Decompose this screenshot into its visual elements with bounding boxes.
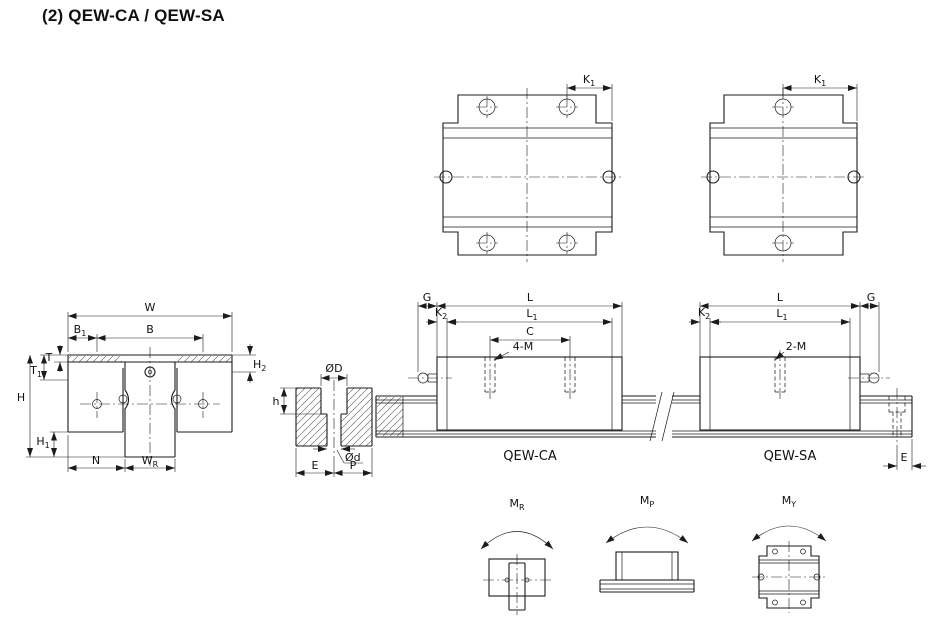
block-ca-side-view: G L K2 L1 C 4-M QEW-CA (408, 291, 623, 464)
ball-groove (172, 394, 182, 404)
dim-label-dia-d-large: ØD (325, 362, 342, 375)
hole-center-lines (96, 392, 204, 418)
figure-title: (2) QEW-CA / QEW-SA (42, 6, 225, 25)
mounting-hole-hidden (774, 357, 786, 393)
model-label-sa: QEW-SA (764, 449, 817, 464)
block-outline (709, 94, 858, 256)
center-lines (80, 347, 220, 466)
end-seal-seams (446, 357, 613, 430)
counterbore-outline (295, 387, 373, 447)
dim-label-k2: K2 (435, 306, 447, 321)
dim-label-wr: WR (142, 454, 159, 469)
section-hatch (377, 397, 403, 436)
detail-dimensions: ØD h Ød E P (273, 362, 373, 477)
dim-label-e: E (901, 451, 908, 464)
rail-hole-detail: ØD h Ød E P (273, 362, 373, 477)
dim-label-b1: B1 (74, 323, 87, 338)
rail-side-view: E (375, 388, 926, 470)
block-outline (442, 94, 613, 256)
block-outline (436, 356, 623, 431)
dim-label-dia-d-small: Ød (345, 451, 361, 464)
moment-label-my: MY (782, 494, 797, 509)
mini-side-view (599, 551, 695, 593)
section-hatch (69, 356, 122, 362)
dim-k1: K1 (566, 73, 613, 121)
moment-label-mr: MR (509, 497, 525, 512)
dim-label-l1: L1 (526, 307, 537, 322)
dim-label-l1: L1 (776, 307, 787, 322)
dim-label-l: L (777, 291, 784, 304)
front-section-view: W B B1 T T1 H H1 H2 (17, 301, 266, 472)
dim-label-k1: K1 (814, 73, 826, 88)
dim-label-l: L (527, 291, 534, 304)
dim-label-n: N (92, 454, 100, 467)
mini-top-view (752, 541, 826, 613)
section-hatch (296, 388, 372, 446)
moment-yaw: MY (751, 494, 827, 613)
mini-front-view (483, 554, 551, 615)
end-seal-seams (709, 357, 851, 430)
rail-edge-lines (710, 127, 857, 228)
dim-label-p: P (350, 459, 357, 472)
dim-label-g: G (867, 291, 876, 304)
break-lines (649, 391, 675, 442)
dim-label-g: G (423, 291, 432, 304)
dim-label-c: C (526, 325, 534, 338)
moment-label-mp: MP (640, 494, 655, 509)
moment-arrow (480, 531, 554, 550)
moment-arrow (605, 526, 689, 544)
sa-dimensions: L G K2 L1 2-M (689, 291, 880, 372)
front-dimensions: W B B1 T T1 H H1 H2 (17, 301, 266, 472)
dim-label-t1: T1 (29, 364, 42, 379)
model-label-ca: QEW-CA (503, 449, 557, 464)
mounting-holes (476, 96, 578, 254)
rail-edge-lines (443, 127, 612, 228)
dim-e-rail-end: E (883, 439, 926, 470)
dim-label-h: H (17, 391, 25, 404)
dim-label-w: W (145, 301, 156, 314)
top-view-ca: K1 (434, 73, 621, 262)
dim-label-b: B (146, 323, 154, 336)
dim-label-t: T (45, 351, 53, 364)
dim-label-k2: K2 (698, 306, 710, 321)
section-hatch (178, 356, 231, 362)
dim-k1: K1 (782, 73, 858, 121)
block-sa-side-view: L G K2 L1 2-M QEW-SA (689, 291, 890, 464)
dim-label-h1: H1 (36, 435, 49, 450)
dim-label-k1: K1 (583, 73, 595, 88)
dim-label-h-depth: h (273, 395, 280, 408)
ca-dimensions: G L K2 L1 C 4-M (417, 291, 623, 372)
moment-pitch: MP (599, 494, 695, 593)
dim-label-h2: H2 (253, 358, 266, 373)
center-lines (434, 88, 621, 262)
hole-center-lines (408, 350, 571, 400)
moment-arrow (751, 525, 827, 542)
dim-label-e: E (312, 459, 319, 472)
center-lines (701, 88, 866, 262)
top-view-sa: K1 (701, 73, 866, 262)
callout-2m: 2-M (786, 340, 806, 353)
ball-groove (118, 394, 128, 404)
callout-4m: 4-M (513, 340, 533, 353)
moment-roll: MR (480, 497, 554, 615)
